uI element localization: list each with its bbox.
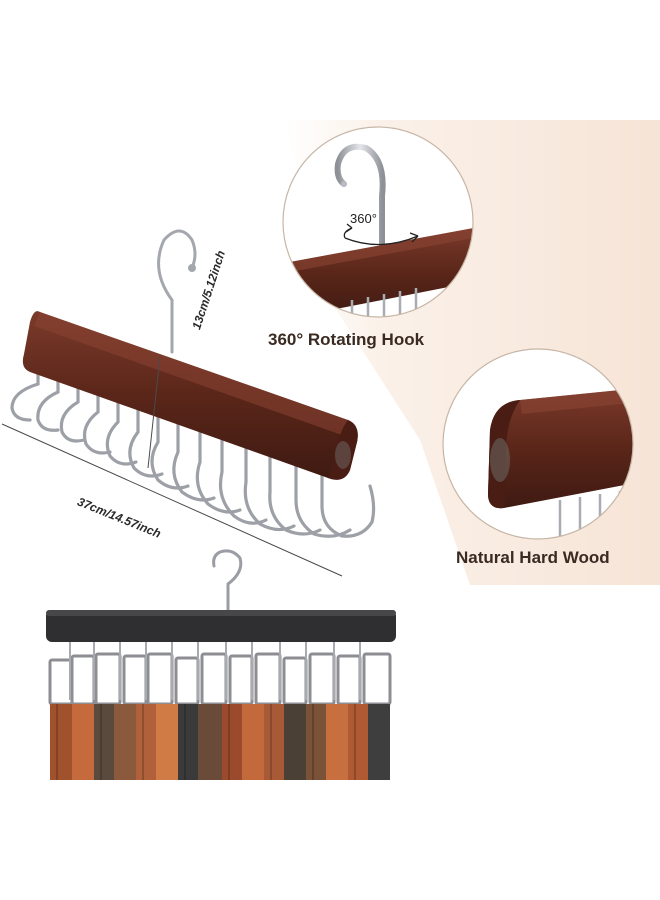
main-hanger-top-hook [157,229,197,354]
main-hanger-wood-bar [22,311,358,480]
rotation-arrows-icon [343,223,419,246]
hard-wood-label: Natural Hard Wood [456,548,610,567]
rotating-hook-label: 360° Rotating Hook [268,330,425,349]
belt-hanger-hook [212,549,243,614]
dimension-lines [1,355,343,577]
hard-wood-detail [442,348,634,540]
belts [50,704,390,780]
belt-buckles [48,652,392,706]
rotation-degree-label: 360° [350,211,377,226]
main-hanger-hooks [10,370,376,538]
rotating-hook-detail [282,126,474,318]
belt-hanger-bar [46,610,396,642]
belt-hanger-hooks [69,642,361,700]
